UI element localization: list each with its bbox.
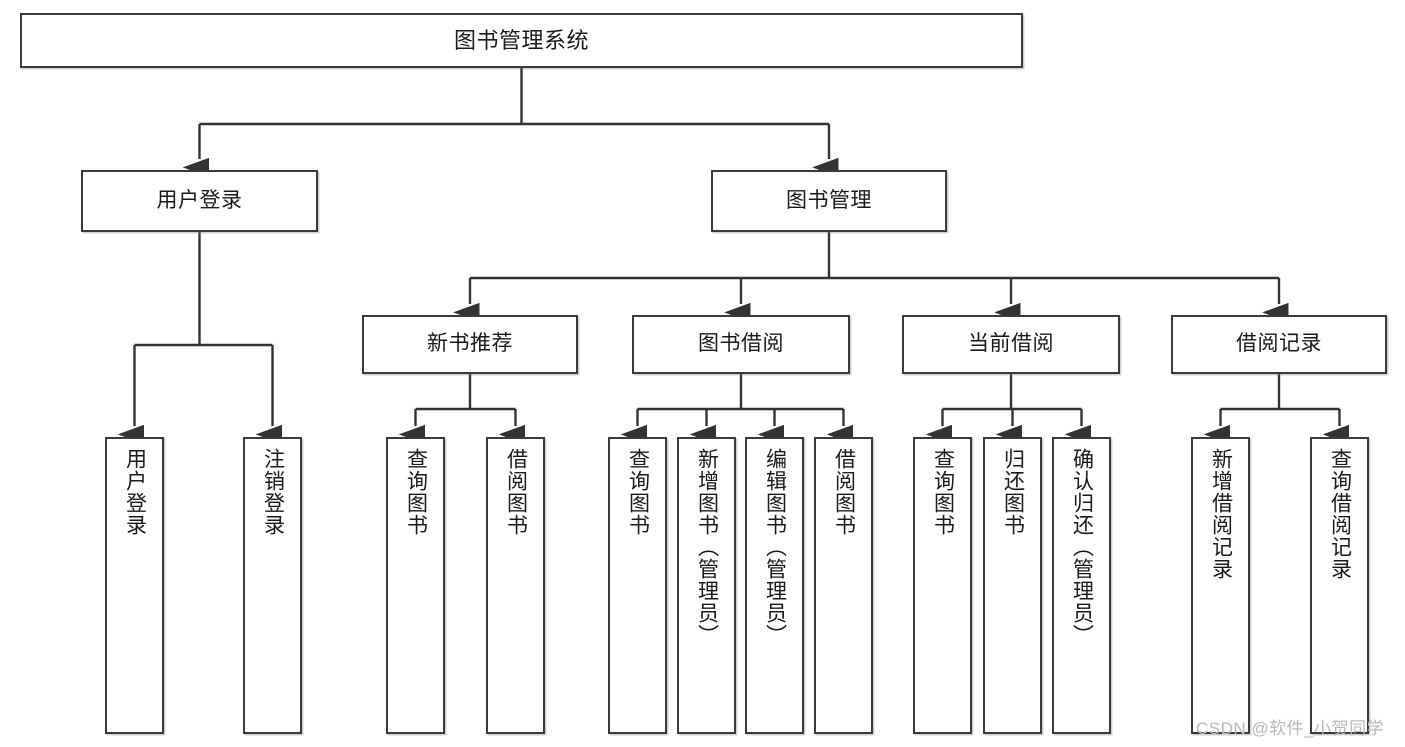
leaf-confirm-return[interactable]: 确认归还（管理员） xyxy=(1052,437,1111,734)
node-book-manage-label: 图书管理 xyxy=(786,188,872,212)
leaf-user-login[interactable]: 用户登录 xyxy=(105,437,164,734)
leaf-logout-label: 注销登录 xyxy=(261,448,285,536)
leaf-query-borrow-record[interactable]: 查询借阅记录 xyxy=(1310,437,1369,734)
node-user-login-label: 用户登录 xyxy=(156,188,243,212)
node-book-manage[interactable]: 图书管理 xyxy=(711,170,947,232)
leaf-borrow-book-1-label: 借阅图书 xyxy=(504,448,528,536)
leaf-edit-book-label: 编辑图书（管理员） xyxy=(763,448,787,646)
node-borrow-record-label: 借阅记录 xyxy=(1236,332,1322,356)
leaf-edit-book[interactable]: 编辑图书（管理员） xyxy=(745,437,804,734)
leaf-return-book[interactable]: 归还图书 xyxy=(983,437,1042,734)
node-new-book-recommend-label: 新书推荐 xyxy=(427,332,513,356)
node-current-borrow-label: 当前借阅 xyxy=(968,332,1054,356)
leaf-borrow-book-1[interactable]: 借阅图书 xyxy=(486,437,545,734)
leaf-add-borrow-record[interactable]: 新增借阅记录 xyxy=(1191,437,1250,734)
leaf-return-book-label: 归还图书 xyxy=(1001,448,1025,536)
csdn-watermark: CSDN @软件_小贺同学 xyxy=(1196,719,1385,738)
leaf-query-book-1[interactable]: 查询图书 xyxy=(386,437,445,734)
node-book-borrow-label: 图书借阅 xyxy=(698,332,784,356)
leaf-borrow-book-2-label: 借阅图书 xyxy=(832,448,856,536)
leaf-add-book[interactable]: 新增图书（管理员） xyxy=(677,437,736,734)
leaf-add-borrow-record-label: 新增借阅记录 xyxy=(1209,448,1233,580)
leaf-query-book-2[interactable]: 查询图书 xyxy=(608,437,667,734)
leaf-logout[interactable]: 注销登录 xyxy=(243,437,302,734)
leaf-query-borrow-record-label: 查询借阅记录 xyxy=(1328,448,1352,580)
leaf-confirm-return-label: 确认归还（管理员） xyxy=(1070,448,1094,646)
node-new-book-recommend[interactable]: 新书推荐 xyxy=(362,315,578,374)
node-root-label: 图书管理系统 xyxy=(453,27,589,53)
node-book-borrow[interactable]: 图书借阅 xyxy=(632,315,850,374)
leaf-query-book-1-label: 查询图书 xyxy=(404,448,428,536)
node-root[interactable]: 图书管理系统 xyxy=(20,13,1023,68)
node-borrow-record[interactable]: 借阅记录 xyxy=(1171,315,1387,374)
leaf-user-login-label: 用户登录 xyxy=(123,448,147,536)
node-user-login[interactable]: 用户登录 xyxy=(81,170,318,232)
leaf-query-book-3-label: 查询图书 xyxy=(931,448,955,536)
node-current-borrow[interactable]: 当前借阅 xyxy=(902,315,1120,374)
leaf-borrow-book-2[interactable]: 借阅图书 xyxy=(814,437,873,734)
leaf-add-book-label: 新增图书（管理员） xyxy=(695,448,719,646)
leaf-query-book-3[interactable]: 查询图书 xyxy=(913,437,972,734)
leaf-query-book-2-label: 查询图书 xyxy=(626,448,650,536)
